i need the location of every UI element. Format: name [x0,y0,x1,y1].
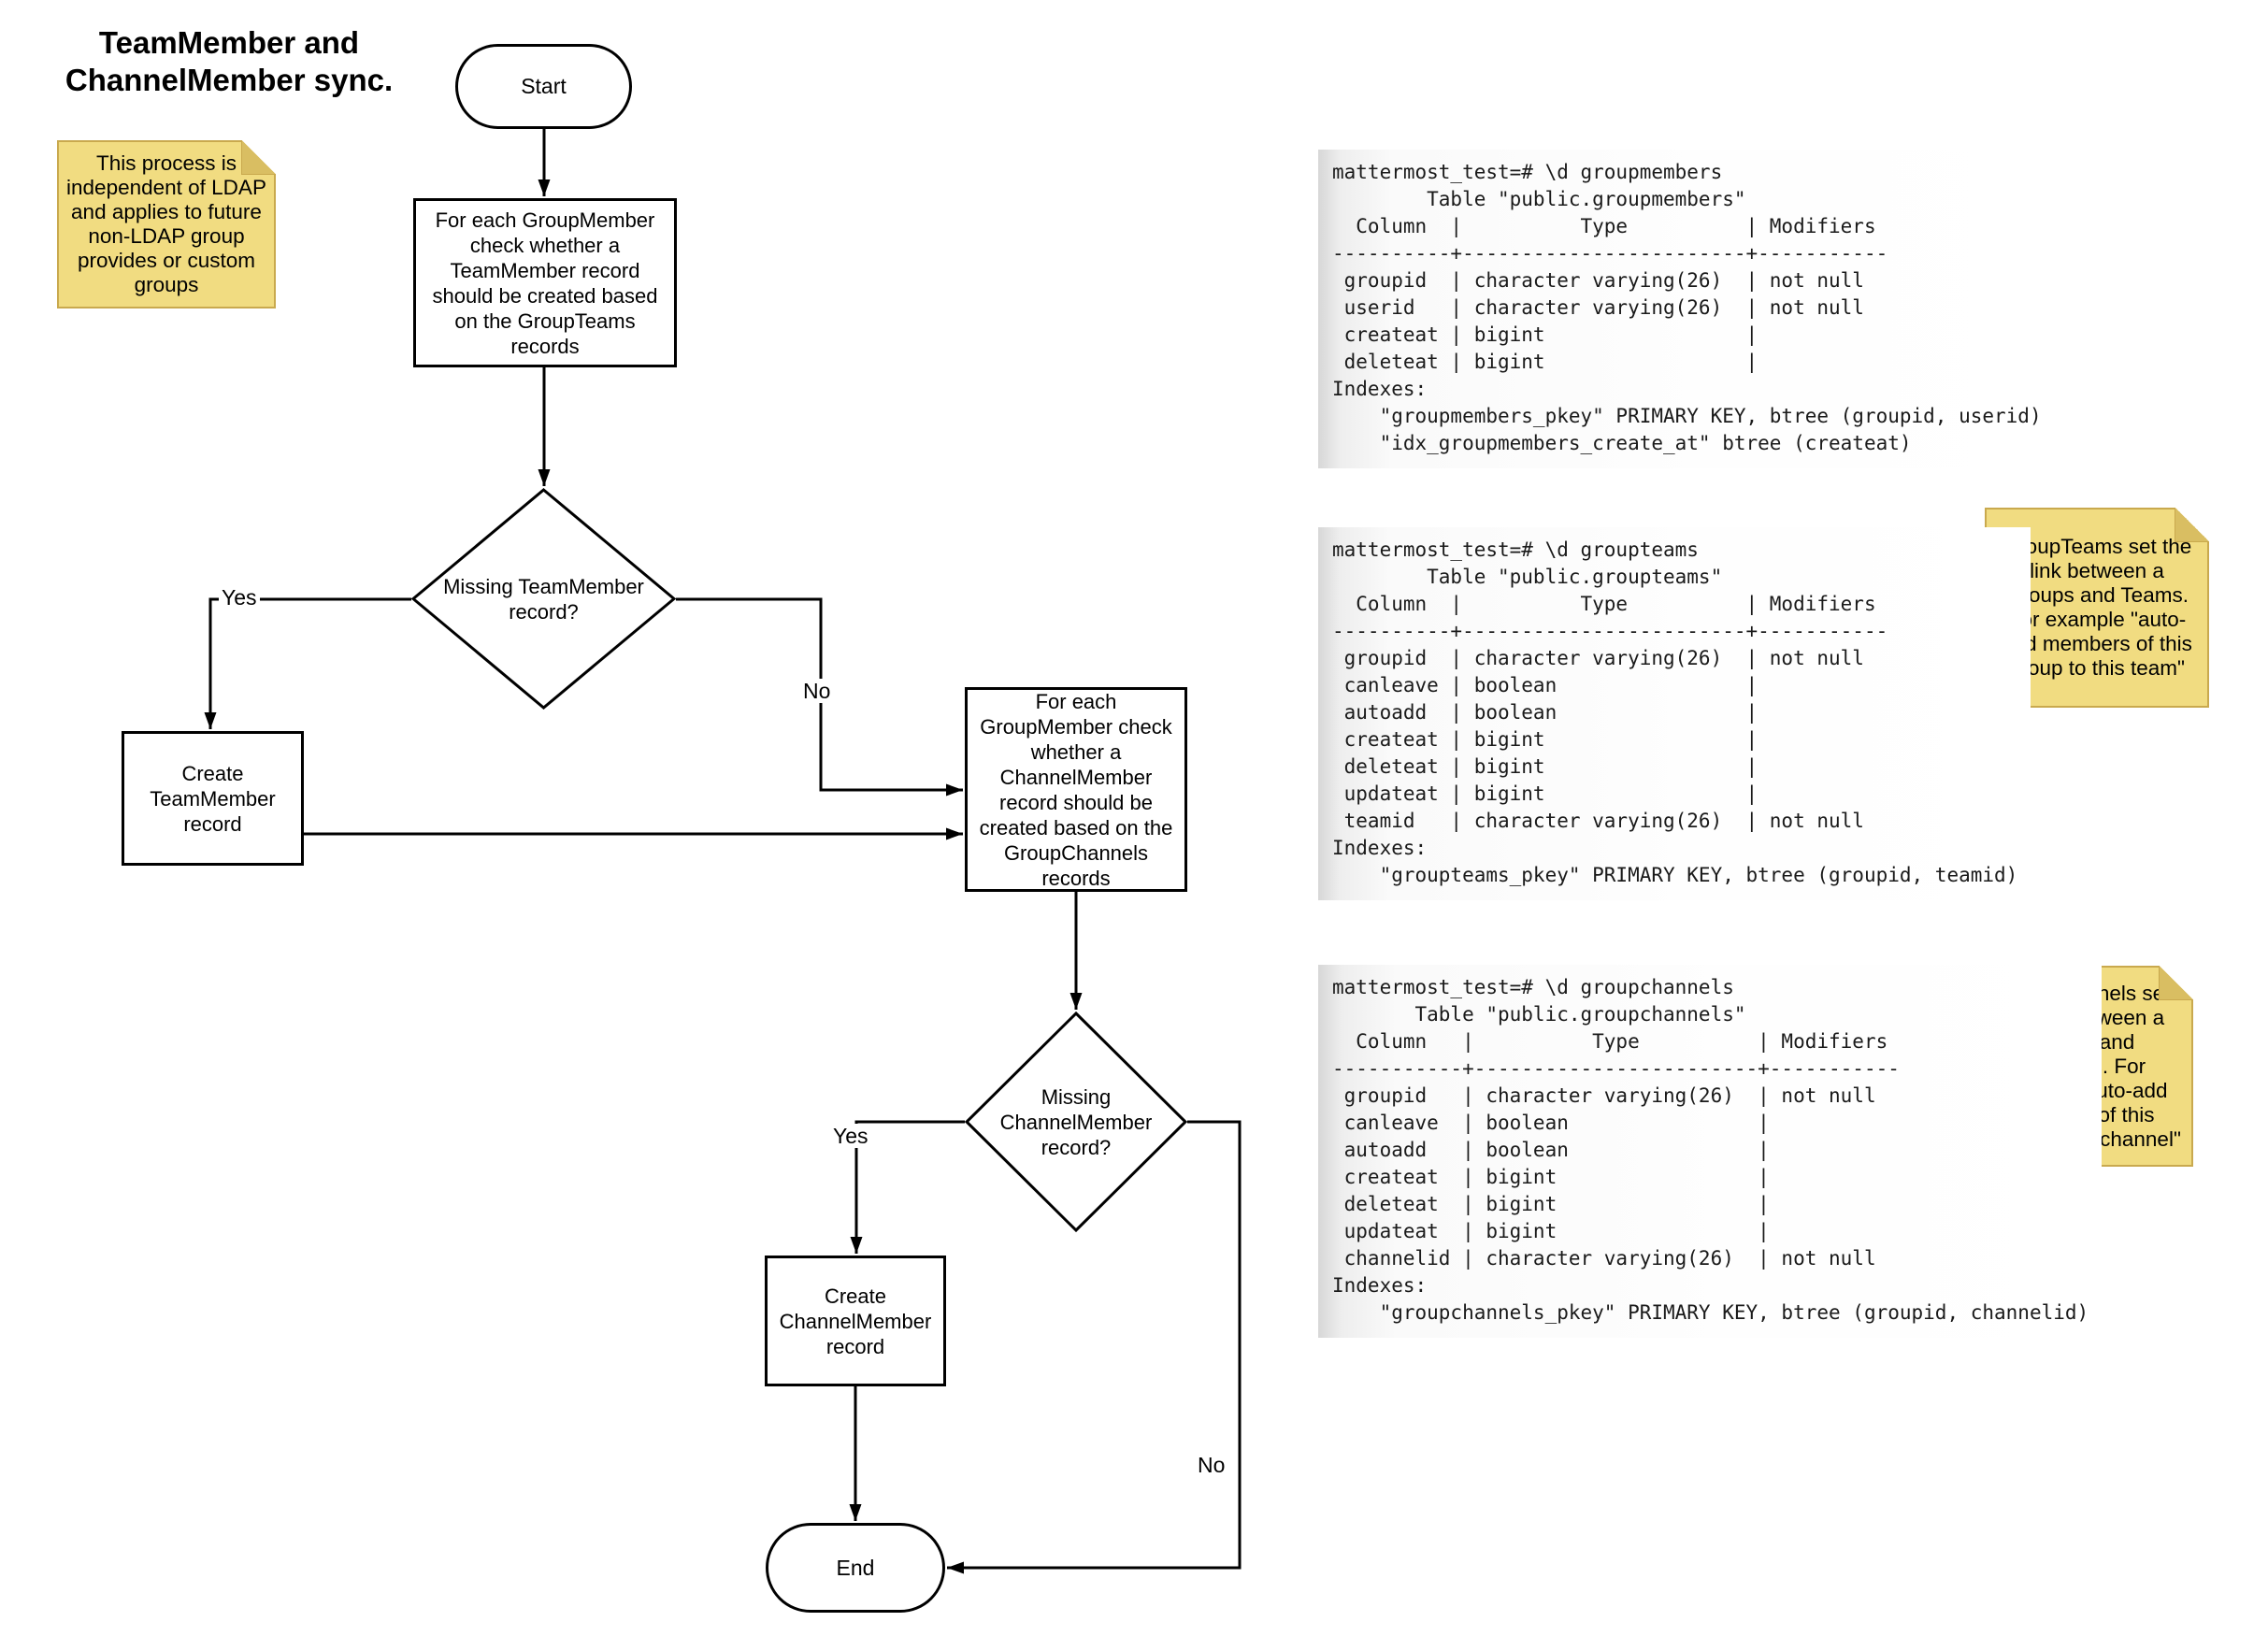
psql-output-groupteams: mattermost_test=# \d groupteams Table "p… [1318,527,2031,900]
decision-missing-teammember: Missing TeamMember record? [411,488,676,710]
edge-label-yes-teammember: Yes [219,585,260,610]
note-fold-icon [241,140,276,175]
psql-output-groupmembers: mattermost_test=# \d groupmembers Table … [1318,150,2055,468]
process-create-teammember: Create TeamMember record [122,731,304,866]
edge-label-no-channelmember: No [1195,1453,1228,1477]
end-label: End [836,1555,875,1580]
psql-output-groupchannels: mattermost_test=# \d groupchannels Table… [1318,965,2103,1338]
process-teammember-check: For each GroupMember check whether a Tea… [413,198,677,367]
decision-missing-teammember-label: Missing TeamMember record? [443,574,644,624]
edge-label-no-teammember: No [800,679,834,703]
decision-missing-channelmember-label: Missing ChannelMember record? [999,1084,1153,1159]
end-node: End [766,1523,945,1613]
page-title: TeamMember and ChannelMember sync. [65,25,394,97]
note-fold-icon [2159,966,2193,1000]
start-node: Start [455,44,632,129]
process-create-teammember-label: Create TeamMember record [150,761,276,836]
process-teammember-check-label: For each GroupMember check whether a Tea… [432,208,658,358]
decision-missing-channelmember: Missing ChannelMember record? [965,1012,1187,1232]
note-ldap-independent: This process is independent of LDAP and … [57,140,276,309]
note-ldap-text: This process is independent of LDAP and … [66,151,266,296]
process-channelmember-check: For each GroupMember check whether a Cha… [965,687,1187,892]
process-create-channelmember: Create ChannelMember record [765,1256,946,1386]
connector-decision2-no [947,1120,1242,1574]
connector-decision1-yes [204,597,411,729]
start-label: Start [521,74,567,98]
note-fold-icon [2175,508,2209,542]
process-create-channelmember-label: Create ChannelMember record [779,1284,932,1358]
process-channelmember-check-label: For each GroupMember check whether a Cha… [979,689,1173,890]
note-groupteams-text: GroupTeams set the link between a Groups… [2002,535,2192,680]
edge-label-yes-channelmember: Yes [830,1124,871,1148]
connector-decision2-yes [850,1120,965,1254]
